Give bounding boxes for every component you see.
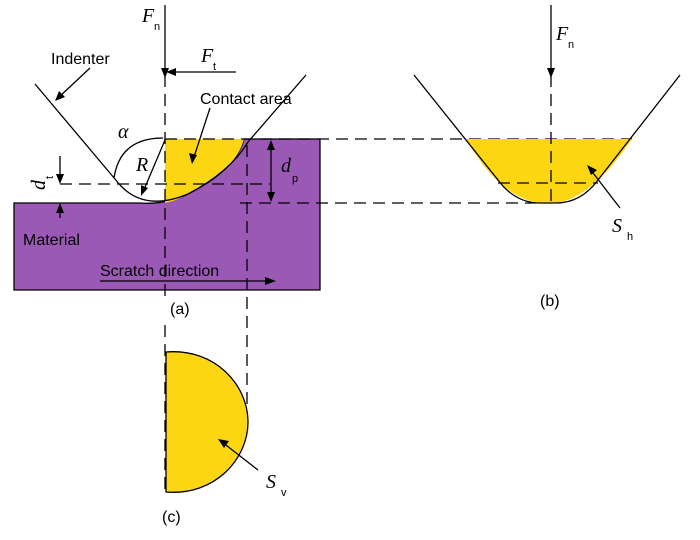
panel-b-label: (b): [540, 293, 560, 310]
panel-c-label: (c): [162, 509, 181, 526]
sh-pointer-head: [587, 165, 597, 175]
radius-line: [142, 139, 166, 193]
dp-arrowhead-bottom: [267, 192, 275, 202]
dp-symbol: d: [281, 155, 292, 177]
ft-subscript: t: [213, 61, 216, 73]
sh-symbol: S: [612, 215, 622, 237]
normal-force-arrowhead-b: [547, 68, 555, 78]
contact-area-label: Contact area: [200, 91, 292, 108]
indenter-profile-b: [413, 74, 681, 204]
dt-lower-arrowhead: [56, 203, 64, 213]
sv-symbol: S: [266, 471, 276, 493]
indenter-profile-a: [34, 74, 307, 202]
alpha-symbol: α: [118, 121, 129, 143]
sv-subscript: v: [281, 487, 287, 499]
scratch-direction-label: Scratch direction: [100, 263, 219, 280]
dt-label-group: d t: [28, 176, 56, 190]
dp-subscript: p: [292, 173, 298, 185]
sv-pointer: [221, 441, 259, 471]
contact-area-pointer: [192, 107, 211, 161]
dp-arrowhead-top: [267, 140, 275, 150]
scratch-direction-arrowhead: [265, 277, 276, 285]
dt-upper-arrowhead: [56, 174, 64, 184]
alpha-angle-arc: [113, 137, 164, 179]
fn-symbol-b: F: [555, 23, 569, 45]
indenter-label: Indenter: [51, 51, 110, 68]
indenter-pointer: [57, 67, 91, 99]
indenter-pointer-head: [55, 91, 65, 101]
contact-area-pointer-head: [189, 153, 197, 164]
normal-force-arrowhead-a: [161, 68, 169, 78]
radius-arrowhead: [141, 185, 148, 196]
fn-symbol-a: F: [141, 5, 155, 27]
contact-area-a: [165, 139, 244, 203]
sh-subscript: h: [627, 231, 633, 243]
material-label: Material: [23, 232, 80, 249]
dt-subscript: t: [44, 176, 56, 179]
sh-pointer: [589, 168, 621, 209]
tangential-force-arrowhead: [166, 68, 176, 76]
sv-pointer-head: [218, 439, 229, 448]
panel-a-label: (a): [170, 301, 190, 318]
radius-symbol: R: [135, 154, 148, 176]
ft-symbol: F: [200, 45, 214, 67]
contact-area-c: [165, 351, 249, 493]
fn-subscript-a: n: [154, 21, 160, 33]
dt-symbol: d: [28, 179, 50, 190]
contact-area-b: [466, 139, 632, 203]
fn-subscript-b: n: [568, 39, 574, 51]
